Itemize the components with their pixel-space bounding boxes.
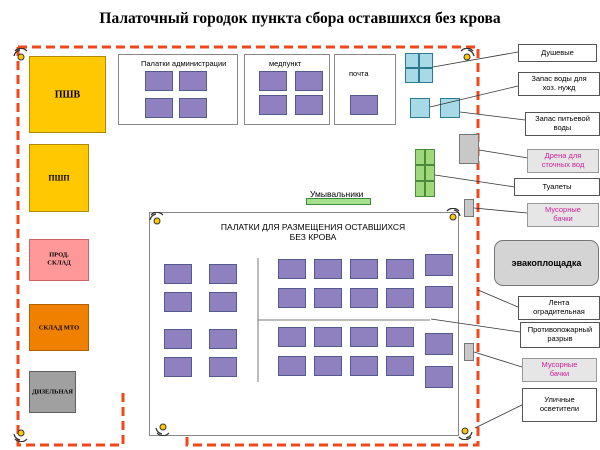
tent — [425, 286, 453, 308]
tent — [164, 264, 192, 284]
toilets — [415, 149, 435, 197]
callout-water-household-text: Запас воды для хоз. нужд — [531, 74, 587, 92]
street-light-icon — [13, 48, 28, 61]
page-title: Палаточный городок пункта сбора оставших… — [99, 10, 501, 27]
callout-toilets: Туалеты — [514, 178, 600, 196]
tent — [314, 356, 342, 376]
evac-area: эвакоплощадка — [494, 240, 599, 286]
tent — [386, 327, 414, 347]
post-office-label: почта — [349, 69, 369, 78]
tent — [314, 259, 342, 279]
street-light-icon — [458, 427, 473, 440]
tent — [278, 259, 306, 279]
washstands — [306, 198, 371, 205]
admin-tents-label: Палатки администрации — [141, 59, 227, 68]
tent — [350, 95, 378, 115]
callout-trash-top: Мусорные бачки — [527, 203, 599, 227]
callout-water-drinking: Запас питьевой воды — [525, 112, 600, 136]
post-office-frame: почта — [334, 54, 396, 125]
tent — [350, 288, 378, 308]
tent — [259, 95, 287, 115]
callout-firebreak: Противопожарный разрыв — [520, 322, 600, 348]
tent — [350, 327, 378, 347]
street-light-icon — [460, 48, 475, 61]
street-light-icon — [446, 208, 461, 221]
building-pshv-label: ПШВ — [54, 89, 81, 100]
building-psh: ПШП — [29, 144, 89, 212]
medpoint-label: медпункт — [269, 59, 302, 68]
callout-fence: Лента оградительная — [518, 296, 600, 320]
tent — [295, 95, 323, 115]
tent — [209, 329, 237, 349]
callout-water-drinking-text: Запас питьевой воды — [535, 114, 590, 132]
callout-firebreak-text: Противопожарный разрыв — [527, 325, 593, 343]
tent — [425, 254, 453, 276]
building-psh-label: ПШП — [48, 173, 70, 183]
tent — [350, 259, 378, 279]
tent — [179, 98, 207, 118]
main-tent-area — [149, 212, 459, 436]
trash-bin-top — [464, 199, 474, 217]
fence-line — [16, 47, 125, 447]
water-tank-drinking — [440, 98, 460, 118]
tent — [278, 327, 306, 347]
callout-water-household: Запас воды для хоз. нужд — [518, 72, 600, 96]
tent — [164, 329, 192, 349]
trash-bin-bottom — [464, 343, 474, 361]
building-food-store: ПРОД. СКЛАД — [29, 239, 89, 281]
tent — [145, 98, 173, 118]
tent — [386, 356, 414, 376]
street-light-icon — [149, 212, 164, 225]
main-area-label-line1: ПАЛАТКИ ДЛЯ РАЗМЕЩЕНИЯ ОСТАВШИХСЯ — [220, 222, 406, 232]
building-diesel: ДИЗЕЛЬНАЯ — [29, 371, 76, 413]
drainage-box — [459, 134, 479, 164]
building-mto-store-label: СКЛАД МТО — [38, 324, 80, 331]
building-pshv: ПШВ — [29, 56, 106, 133]
tent — [386, 288, 414, 308]
tent — [164, 357, 192, 377]
callout-drainage: Дрена для сточных вод — [527, 149, 599, 173]
washstands-label: Умывальники — [310, 189, 364, 199]
callout-trash-top-text: Мусорные бачки — [545, 205, 581, 223]
callout-trash-bottom-text: Мусорные бачки — [541, 360, 578, 378]
tent — [314, 288, 342, 308]
water-tank-household — [410, 98, 430, 118]
tent — [278, 356, 306, 376]
callout-drainage-text: Дрена для сточных вод — [541, 151, 585, 169]
tent — [314, 327, 342, 347]
tent — [164, 292, 192, 312]
tent — [209, 357, 237, 377]
tent — [259, 71, 287, 91]
building-food-store-label: ПРОД. СКЛАД — [47, 251, 71, 267]
tent — [295, 71, 323, 91]
tent — [179, 71, 207, 91]
street-light-icon — [13, 429, 28, 442]
building-mto-store: СКЛАД МТО — [29, 304, 89, 351]
showers — [405, 53, 433, 83]
callout-lights: Уличные осветители — [522, 388, 597, 422]
tent — [209, 264, 237, 284]
tent — [209, 292, 237, 312]
callout-trash-bottom: Мусорные бачки — [522, 358, 597, 382]
building-diesel-label: ДИЗЕЛЬНАЯ — [32, 388, 73, 396]
callout-fence-text: Лента оградительная — [533, 298, 585, 316]
main-area-label-line2: БЕЗ КРОВА — [289, 232, 337, 243]
admin-tents-frame: Палатки администрации — [118, 54, 238, 125]
tent — [425, 333, 453, 355]
tent — [278, 288, 306, 308]
main-area-label: ПАЛАТКИ ДЛЯ РАЗМЕЩЕНИЯ ОСТАВШИХСЯ БЕЗ КР… — [218, 222, 408, 242]
medpoint-frame: медпункт — [244, 54, 330, 125]
tent — [386, 259, 414, 279]
tent — [145, 71, 173, 91]
callout-lights-text: Уличные осветители — [539, 395, 580, 413]
tent — [350, 356, 378, 376]
callout-showers: Душевые — [518, 44, 597, 62]
street-light-icon — [155, 423, 170, 436]
tent — [425, 366, 453, 388]
